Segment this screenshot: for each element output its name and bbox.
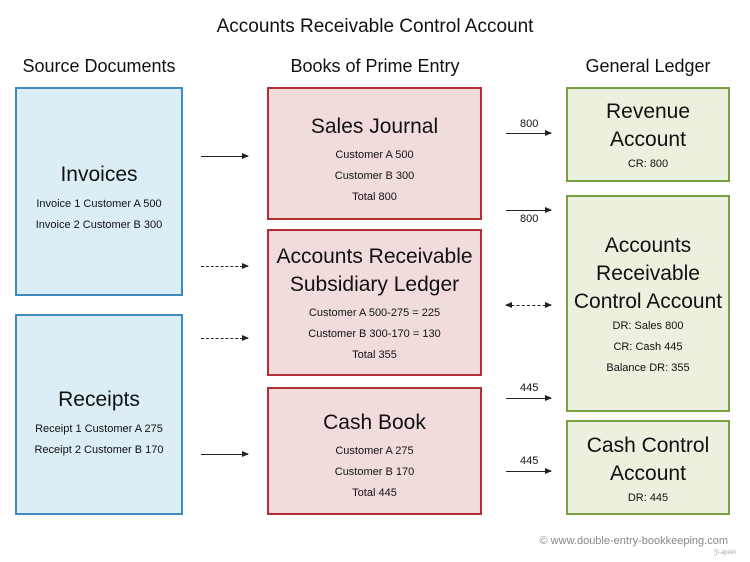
revenue-account-box: Revenue Account CR: 800 bbox=[566, 87, 730, 182]
column-heading-source: Source Documents bbox=[22, 56, 176, 76]
column-heading-books: Books of Prime Entry bbox=[290, 56, 460, 76]
arrow-cash-to-control bbox=[506, 395, 552, 401]
cash-control-line: DR: 445 bbox=[627, 492, 669, 504]
arrow-cash-to-cash-control bbox=[506, 468, 552, 474]
column-heading-ledger: General Ledger bbox=[585, 56, 711, 76]
arrow-sales-to-control bbox=[506, 207, 552, 213]
ar-subsidiary-line: Customer A 500-275 = 225 bbox=[308, 307, 441, 319]
ar-subsidiary-ledger-box: Accounts Receivable Subsidiary Ledger Cu… bbox=[267, 229, 482, 376]
cash-book-box: Cash Book Customer A 275 Customer B 170 … bbox=[267, 387, 482, 515]
cash-book-line: Customer B 170 bbox=[334, 466, 415, 478]
ar-subsidiary-title: Accounts Receivable bbox=[276, 245, 473, 268]
sales-journal-box: Sales Journal Customer A 500 Customer B … bbox=[267, 87, 482, 220]
ar-control-account-box: Accounts Receivable Control Account DR: … bbox=[566, 195, 730, 412]
invoice-line: Invoice 2 Customer B 300 bbox=[35, 219, 163, 231]
arrow-invoices-to-sales-journal bbox=[201, 153, 249, 159]
invoices-box: Invoices Invoice 1 Customer A 500 Invoic… bbox=[15, 87, 183, 296]
ar-subsidiary-title: Subsidiary Ledger bbox=[289, 273, 460, 296]
amount-label: 445 bbox=[520, 455, 539, 467]
ar-control-line: CR: Cash 445 bbox=[613, 341, 683, 353]
cash-book-total: Total 445 bbox=[352, 487, 397, 499]
revenue-title: Revenue bbox=[605, 100, 691, 123]
cash-control-title: Cash Control bbox=[586, 434, 710, 457]
receipts-title: Receipts bbox=[58, 388, 140, 411]
ar-control-line: DR: Sales 800 bbox=[612, 320, 684, 332]
revenue-title: Account bbox=[610, 128, 686, 151]
receipts-box: Receipts Receipt 1 Customer A 275 Receip… bbox=[15, 314, 183, 515]
invoice-line: Invoice 1 Customer A 500 bbox=[36, 198, 162, 210]
arrow-subsidiary-control-reconcile bbox=[505, 302, 552, 308]
invoices-title: Invoices bbox=[60, 163, 138, 186]
revenue-line: CR: 800 bbox=[627, 158, 669, 170]
arrow-receipts-to-subsidiary-ledger bbox=[201, 335, 249, 341]
diagram-title: Accounts Receivable Control Account bbox=[216, 16, 534, 37]
cash-control-account-box: Cash Control Account DR: 445 bbox=[566, 420, 730, 515]
amount-label: 800 bbox=[520, 213, 539, 225]
sales-journal-line: Customer B 300 bbox=[334, 170, 415, 182]
arrow-receipts-to-cash-book bbox=[201, 451, 249, 457]
cash-book-title: Cash Book bbox=[323, 411, 426, 434]
receipt-line: Receipt 2 Customer B 170 bbox=[34, 444, 164, 456]
sales-journal-title: Sales Journal bbox=[310, 115, 439, 138]
watermark: Ʒî‑àþêêì bbox=[713, 550, 736, 556]
ar-control-title: Control Account bbox=[573, 290, 723, 313]
cash-control-title: Account bbox=[610, 462, 686, 485]
ar-control-line: Balance DR: 355 bbox=[606, 362, 690, 374]
ar-subsidiary-total: Total 355 bbox=[352, 349, 397, 361]
receipt-line: Receipt 1 Customer A 275 bbox=[35, 423, 163, 435]
arrow-sales-to-revenue bbox=[506, 130, 552, 136]
sales-journal-line: Customer A 500 bbox=[335, 149, 414, 161]
sales-journal-total: Total 800 bbox=[352, 191, 397, 203]
arrow-invoices-to-subsidiary-ledger bbox=[201, 263, 249, 269]
ar-subsidiary-line: Customer B 300-170 = 130 bbox=[308, 328, 441, 340]
amount-label: 445 bbox=[520, 382, 539, 394]
amount-label: 800 bbox=[520, 118, 539, 130]
copyright-notice: © www.double-entry-bookkeeping.com bbox=[539, 535, 728, 547]
ar-control-title: Accounts bbox=[604, 234, 692, 257]
ar-control-title: Receivable bbox=[596, 262, 700, 285]
cash-book-line: Customer A 275 bbox=[335, 445, 414, 457]
